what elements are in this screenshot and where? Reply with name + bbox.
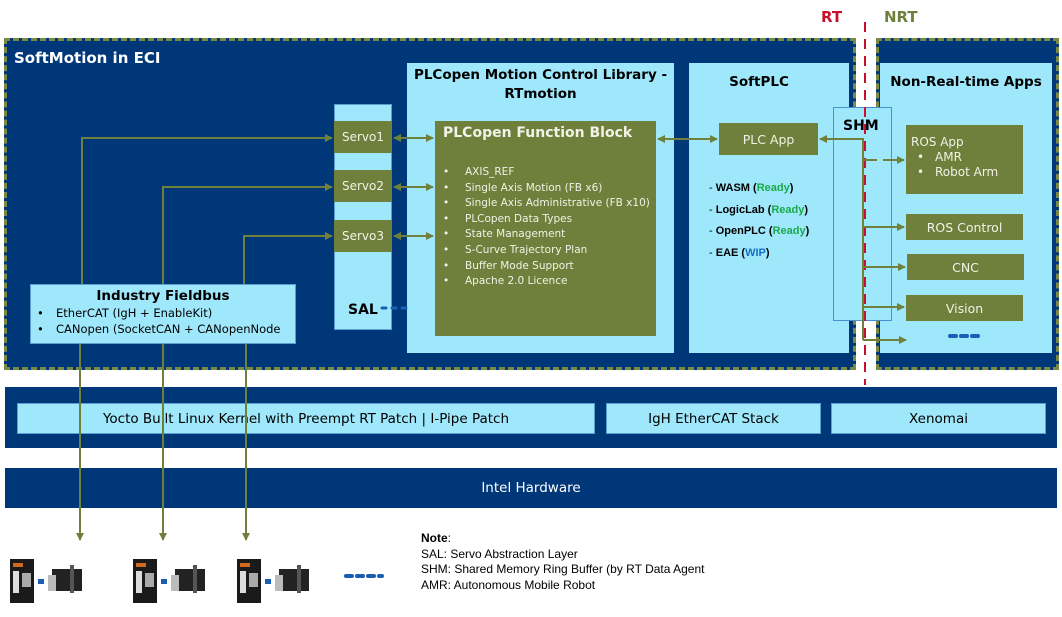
fieldbus-item: CANopen (SocketCAN + CANopenNode — [31, 321, 295, 337]
plc-app-label: PLC App — [742, 131, 795, 147]
servo1-box[interactable]: Servo1 — [334, 121, 392, 153]
fb-item: State Management — [437, 227, 650, 243]
plc-app-box[interactable]: PLC App — [719, 123, 818, 155]
servo-drive-motor-icon — [235, 557, 315, 607]
servo3-box[interactable]: Servo3 — [334, 220, 392, 252]
cnc-box[interactable]: CNC — [907, 254, 1024, 280]
xenomai-label: Xenomai — [909, 410, 968, 427]
note-line: SHM: Shared Memory Ring Buffer (by RT Da… — [421, 562, 705, 576]
softmotion-title: SoftMotion in ECI — [14, 49, 161, 67]
note-block: Note: SAL: Servo Abstraction Layer SHM: … — [421, 531, 705, 592]
rt-label: RT — [821, 8, 843, 26]
intel-hardware-label: Intel Hardware — [481, 480, 581, 496]
runtime-item: - WASM (Ready) — [709, 182, 794, 194]
plcopen-function-block[interactable]: PLCopen Function Block AXIS_REF Single A… — [435, 121, 656, 336]
fb-item: Single Axis Motion (FB x6) — [437, 181, 650, 197]
note-line: SAL: Servo Abstraction Layer — [421, 546, 578, 561]
runtime-item: - LogicLab (Ready) — [709, 203, 809, 216]
fieldbus-item: EtherCAT (IgH + EnableKit) — [31, 305, 295, 321]
fb-item: Apache 2.0 Licence — [437, 274, 650, 290]
fb-item: AXIS_REF — [437, 165, 650, 181]
plcopen-library-title: PLCopen Motion Control Library - RTmotio… — [407, 66, 674, 104]
ros-app-title: ROS App — [911, 135, 964, 149]
linux-kernel-label: Yocto Built Linux Kernel with Preempt RT… — [102, 410, 510, 427]
vision-box[interactable]: Vision — [906, 295, 1023, 321]
function-block-title: PLCopen Function Block — [443, 125, 633, 141]
nrt-label: NRT — [884, 8, 918, 26]
fieldbus-title: Industry Fieldbus — [96, 288, 230, 304]
runtime-status: Ready — [771, 203, 805, 216]
plcopen-title-line1: PLCopen Motion Control Library - — [413, 67, 668, 83]
ros-control-box[interactable]: ROS Control — [906, 214, 1023, 240]
runtime-status: Ready — [756, 182, 790, 194]
plcopen-title-line2: RTmotion — [504, 86, 577, 102]
sal-label: SAL — [348, 302, 378, 318]
runtime-status: Ready — [772, 225, 806, 237]
ros-control-label: ROS Control — [926, 219, 1003, 235]
note-title: Note — [421, 531, 448, 545]
xenomai-box: Xenomai — [831, 403, 1046, 434]
cnc-label: CNC — [952, 259, 979, 275]
fb-item: Buffer Mode Support — [437, 259, 650, 275]
softplc-title: SoftPLC — [729, 74, 789, 90]
intel-hardware-layer: Intel Hardware — [5, 468, 1057, 508]
servo2-box[interactable]: Servo2 — [334, 170, 392, 202]
industry-fieldbus-box: Industry Fieldbus EtherCAT (IgH + Enable… — [30, 284, 296, 344]
note-line: AMR: Autonomous Mobile Robot — [421, 577, 596, 592]
fb-item: Single Axis Administrative (FB x10) — [437, 196, 650, 212]
fb-item: PLCopen Data Types — [437, 212, 650, 228]
servo3-label: Servo3 — [341, 229, 384, 243]
vision-label: Vision — [945, 300, 984, 316]
shm-label: SHM — [843, 118, 879, 134]
servo-drive-motor-icon — [8, 557, 88, 607]
igh-ethercat-label: IgH EtherCAT Stack — [648, 410, 779, 427]
softplc-runtime-list: - WASM (Ready) - LogicLab (Ready) - Open… — [709, 178, 809, 264]
runtime-item: - EAE (WIP) — [709, 246, 770, 259]
igh-ethercat-box: IgH EtherCAT Stack — [606, 403, 821, 434]
servo1-label: Servo1 — [341, 130, 384, 144]
servo-drive-motor-icon — [131, 557, 211, 607]
ros-app-box[interactable]: ROS App AMR Robot Arm — [906, 125, 1023, 194]
runtime-status: WIP — [745, 246, 766, 259]
shm-box[interactable] — [833, 107, 892, 321]
ros-app-item: AMR — [911, 150, 1023, 165]
function-block-list: AXIS_REF Single Axis Motion (FB x6) Sing… — [437, 165, 650, 290]
servo2-label: Servo2 — [341, 179, 384, 193]
nrt-apps-title: Non-Real-time Apps — [890, 74, 1042, 90]
linux-kernel-box: Yocto Built Linux Kernel with Preempt RT… — [17, 403, 595, 434]
runtime-item: - OpenPLC (Ready) — [709, 225, 810, 237]
ros-app-item: Robot Arm — [911, 165, 1023, 180]
fb-item: S-Curve Trajectory Plan — [437, 243, 650, 259]
